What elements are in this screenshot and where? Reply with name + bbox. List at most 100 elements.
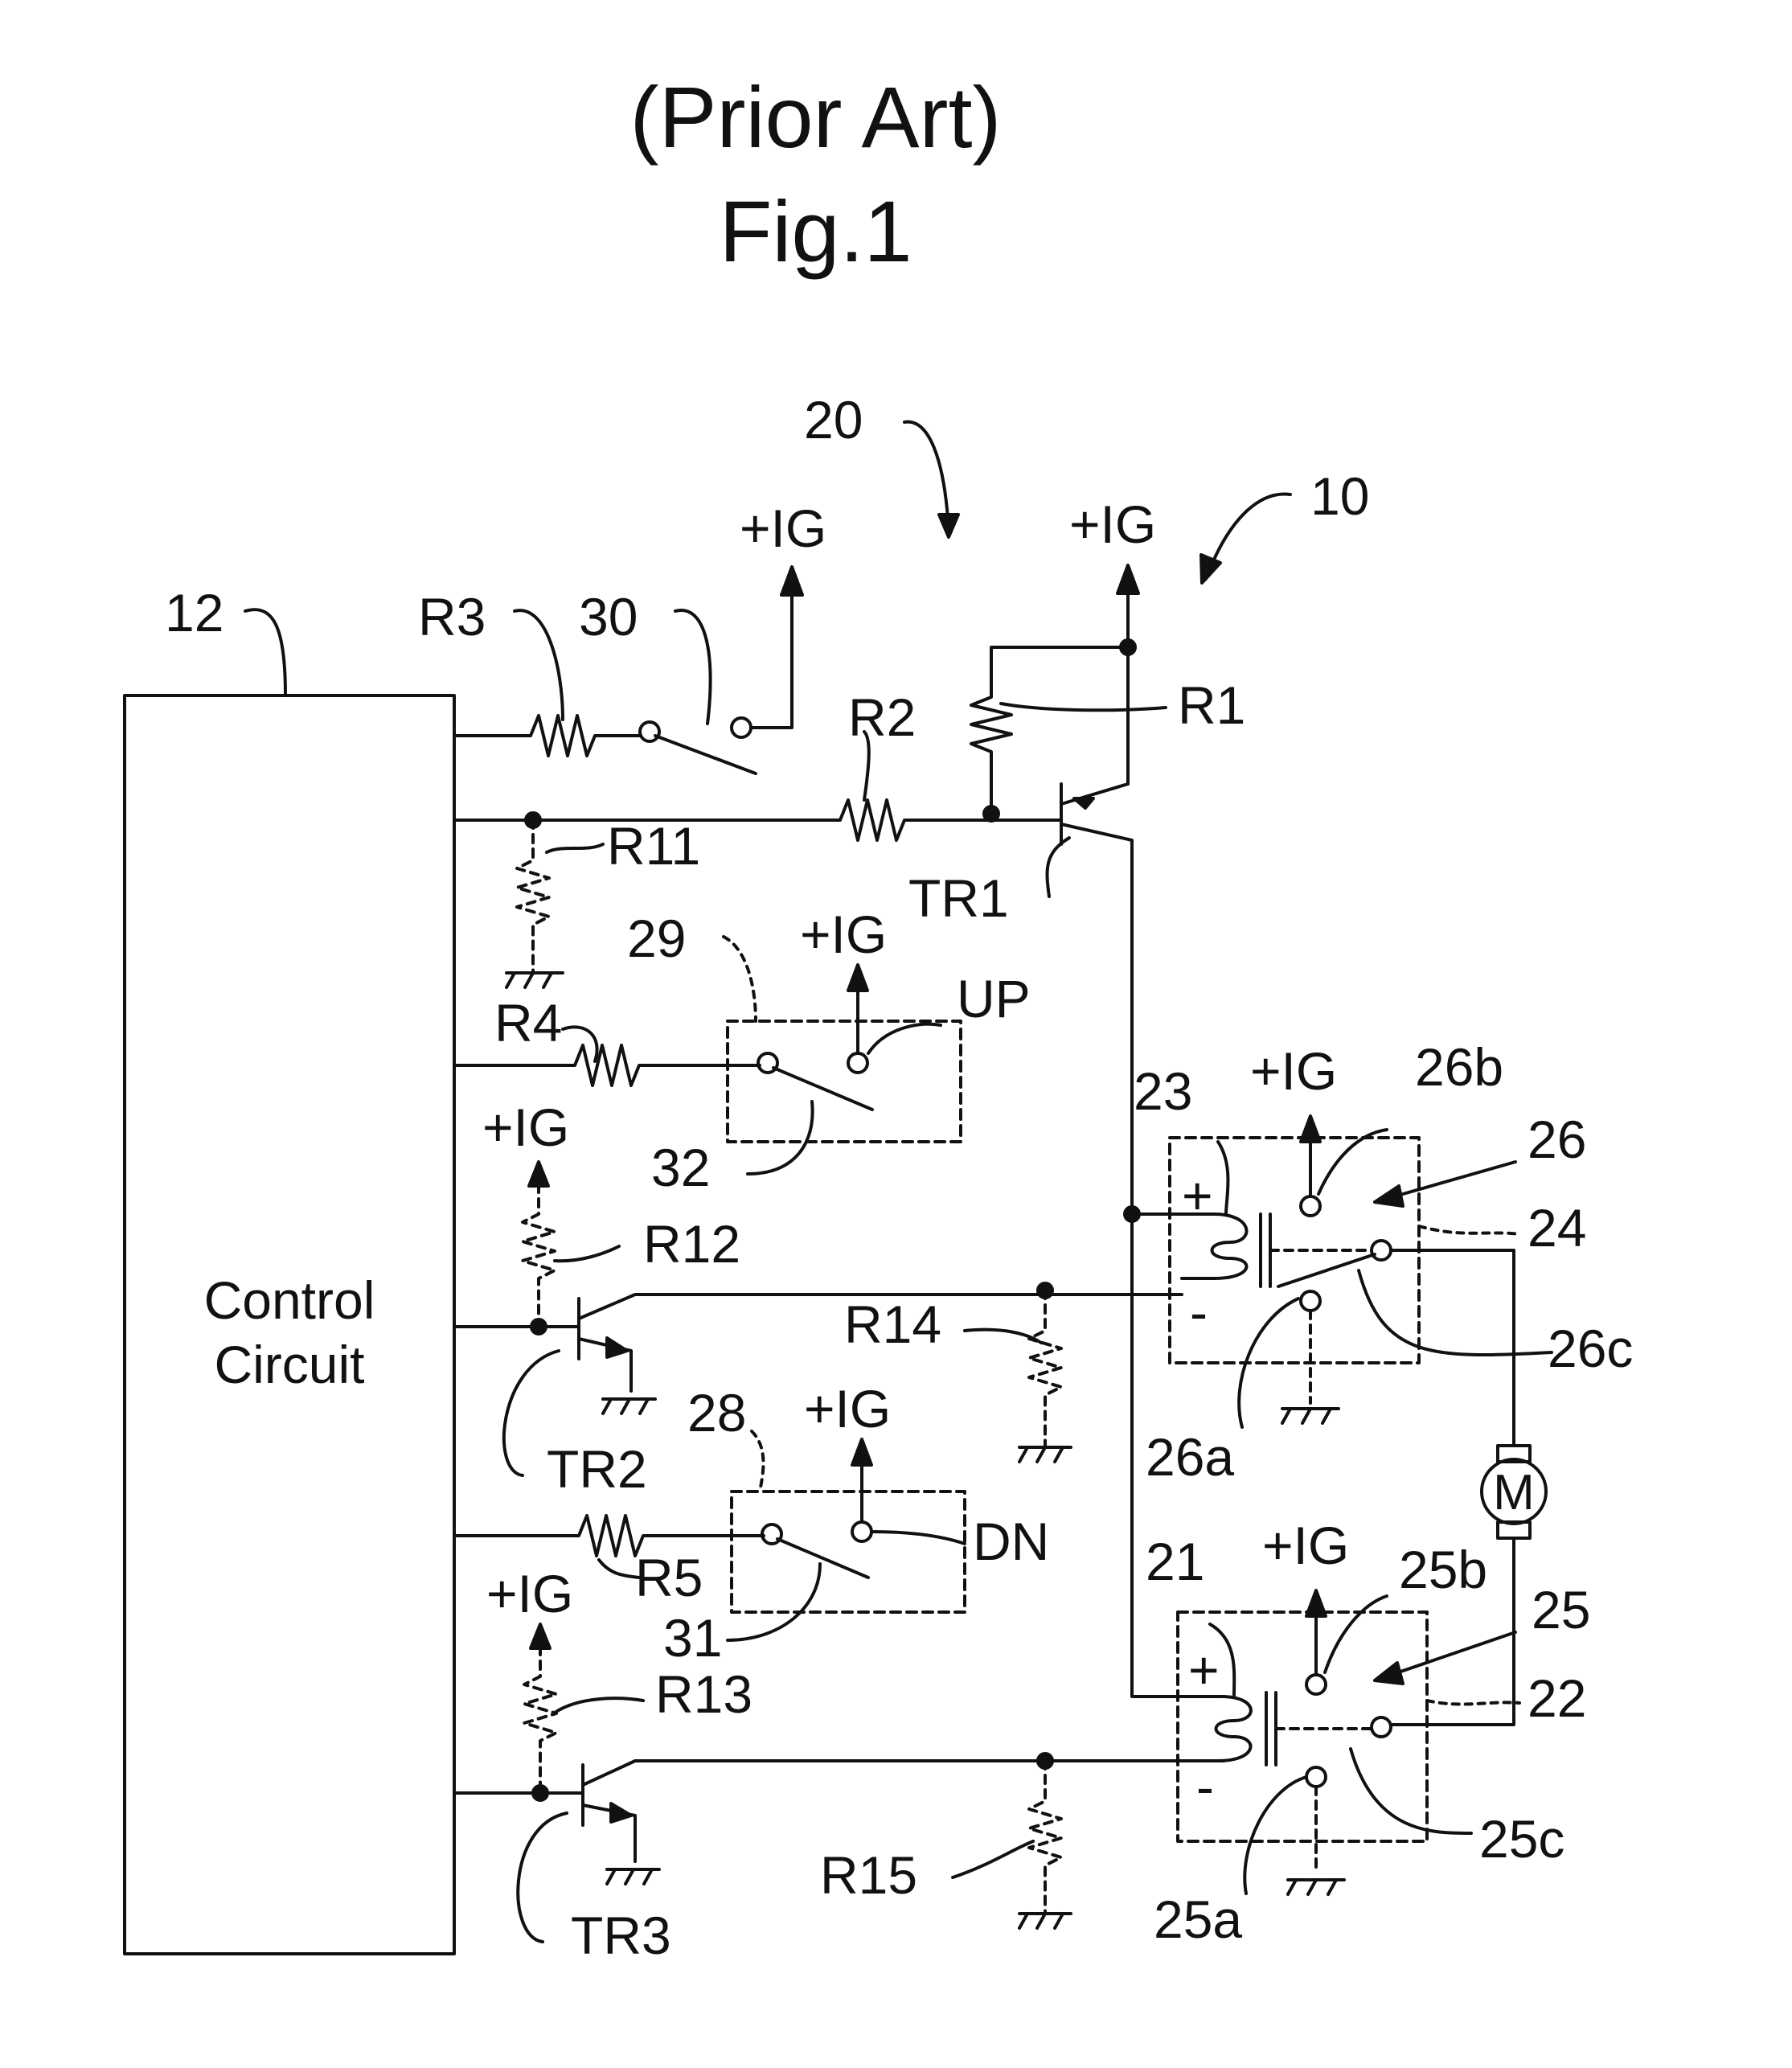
switch28-blade bbox=[777, 1539, 868, 1578]
relay22-plus-sign: + bbox=[1188, 1640, 1220, 1700]
label-ig-r13: +IG bbox=[486, 1564, 573, 1623]
switch29-leader bbox=[724, 937, 756, 1021]
switch30-contact-left bbox=[640, 722, 659, 741]
relay24-contact-c bbox=[1372, 1241, 1391, 1260]
label-r4: R4 bbox=[494, 993, 562, 1052]
relay22-ground bbox=[1288, 1880, 1344, 1894]
ref-32: 32 bbox=[651, 1138, 710, 1197]
ref25a-leader bbox=[1245, 1777, 1306, 1894]
control-circuit-line1: Control bbox=[204, 1270, 375, 1330]
relay24-contact-a bbox=[1301, 1291, 1320, 1311]
label-r5: R5 bbox=[635, 1548, 703, 1607]
ref-12: 12 bbox=[165, 583, 223, 642]
r14-ground bbox=[1019, 1447, 1071, 1462]
label-r13: R13 bbox=[655, 1664, 752, 1724]
ref-30: 30 bbox=[579, 587, 638, 646]
r11-resistor bbox=[517, 820, 549, 973]
ref-10: 10 bbox=[1310, 466, 1369, 526]
label-ig-switch30: +IG bbox=[740, 499, 826, 558]
r12-resistor bbox=[523, 1170, 555, 1327]
r11-leader bbox=[547, 844, 603, 852]
tr2-ground bbox=[603, 1399, 655, 1414]
r3-wire bbox=[454, 716, 639, 756]
relay24-minus-sign: - bbox=[1190, 1282, 1208, 1342]
ref-23: 23 bbox=[1134, 1061, 1192, 1121]
tr3-collector bbox=[583, 1761, 1182, 1785]
ref-25: 25 bbox=[1532, 1580, 1590, 1639]
r1-leader bbox=[1001, 704, 1166, 710]
ref-26c: 26c bbox=[1548, 1319, 1633, 1378]
switch30-ig-arrow bbox=[781, 567, 802, 595]
ref-25b: 25b bbox=[1399, 1540, 1487, 1599]
ref-26b: 26b bbox=[1415, 1037, 1503, 1097]
r1-resistor bbox=[971, 647, 1128, 814]
r11-ground bbox=[506, 973, 563, 987]
ref-29: 29 bbox=[627, 909, 686, 968]
ref-25a: 25a bbox=[1154, 1890, 1242, 1949]
tr1-emitter bbox=[1061, 784, 1128, 804]
dn-leader bbox=[872, 1532, 965, 1544]
motor-label: M bbox=[1493, 1465, 1535, 1520]
label-dn: DN bbox=[973, 1512, 1049, 1571]
label-tr1: TR1 bbox=[908, 868, 1009, 928]
label-r2: R2 bbox=[848, 687, 916, 747]
ref-22: 22 bbox=[1528, 1668, 1586, 1728]
r13-leader bbox=[555, 1698, 643, 1713]
ref-31: 31 bbox=[663, 1608, 722, 1668]
switch30-blade bbox=[655, 736, 756, 773]
label-r14: R14 bbox=[844, 1295, 941, 1354]
label-ig-relay24: +IG bbox=[1250, 1041, 1337, 1101]
tr1-collector bbox=[1061, 824, 1182, 1214]
relay24-contact-b bbox=[1301, 1196, 1320, 1216]
label-r15: R15 bbox=[820, 1845, 917, 1905]
label-r3: R3 bbox=[418, 587, 486, 646]
relay22-contact-a bbox=[1306, 1767, 1326, 1787]
r5-wire bbox=[454, 1516, 764, 1556]
ref-26: 26 bbox=[1528, 1110, 1586, 1169]
ref26c-leader bbox=[1359, 1270, 1552, 1355]
switch28-leader bbox=[752, 1431, 763, 1492]
relay22-contact-b bbox=[1306, 1675, 1326, 1694]
switch29-box bbox=[728, 1021, 961, 1142]
label-r11: R11 bbox=[607, 816, 700, 876]
switch31-leader bbox=[728, 1564, 820, 1640]
ref-28: 28 bbox=[687, 1383, 746, 1442]
ref24-leader bbox=[1419, 1226, 1519, 1234]
ref20-arrowhead bbox=[939, 515, 958, 537]
ref-21: 21 bbox=[1146, 1532, 1204, 1591]
tr3-ground bbox=[607, 1869, 659, 1884]
r5-leader bbox=[599, 1560, 639, 1578]
ref22-leader bbox=[1427, 1701, 1519, 1705]
switch29-contact-right bbox=[848, 1053, 867, 1073]
label-ig-r12: +IG bbox=[482, 1098, 569, 1157]
relay22-ig-arrow bbox=[1306, 1590, 1326, 1616]
junction-r15 bbox=[1038, 1754, 1052, 1768]
ref26-arrowhead bbox=[1375, 1186, 1403, 1206]
relay22-minus-sign: - bbox=[1196, 1757, 1214, 1816]
up-leader bbox=[868, 1024, 941, 1053]
ig-top-right-arrow bbox=[1117, 565, 1138, 593]
label-tr3: TR3 bbox=[571, 1906, 671, 1965]
r15-resistor bbox=[1029, 1761, 1061, 1914]
r3-leader bbox=[515, 610, 563, 720]
tr2-emitter-arrow bbox=[607, 1338, 627, 1357]
junction-tr2-base bbox=[531, 1319, 546, 1334]
switch29-ig-arrow bbox=[848, 965, 867, 991]
ref-24: 24 bbox=[1528, 1198, 1586, 1258]
r15-ground bbox=[1019, 1914, 1071, 1928]
relay24-to-motor bbox=[1391, 1250, 1514, 1446]
relay24-ground bbox=[1282, 1409, 1339, 1423]
relay24-ig-arrow bbox=[1301, 1116, 1320, 1142]
label-ig-tr1: +IG bbox=[1069, 494, 1156, 554]
junction-tr3-base bbox=[533, 1786, 547, 1800]
r12-ig-arrow bbox=[529, 1162, 548, 1186]
r12-leader bbox=[555, 1246, 619, 1261]
ref-25c: 25c bbox=[1479, 1809, 1564, 1869]
r15-leader bbox=[953, 1841, 1033, 1877]
label-tr2: TR2 bbox=[547, 1439, 647, 1499]
tr1-label-leader bbox=[1048, 838, 1069, 897]
switch28-contact-right bbox=[852, 1522, 871, 1541]
relay24-plus-sign: + bbox=[1182, 1166, 1213, 1225]
r13-resistor bbox=[524, 1632, 556, 1793]
